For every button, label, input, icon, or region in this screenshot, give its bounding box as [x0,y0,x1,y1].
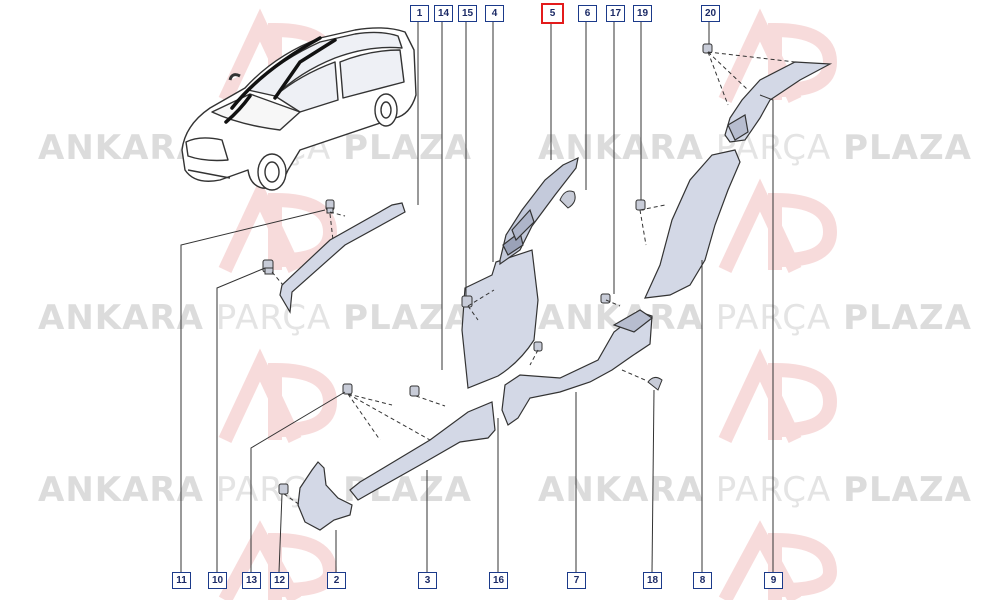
watermark-text: PLAZA [843,128,972,168]
callout-20[interactable]: 20 [701,5,720,22]
callout-13[interactable]: 13 [242,572,261,589]
callout-15[interactable]: 15 [458,5,477,22]
callout-6[interactable]: 6 [578,5,597,22]
clip-13 [342,383,353,395]
clip-16 [533,341,543,352]
part-7-rear-sill-trim [501,309,654,426]
callout-8[interactable]: 8 [693,572,712,589]
watermark-text: PLAZA [343,128,472,168]
callout-10[interactable]: 10 [208,572,227,589]
callout-14[interactable]: 14 [434,5,453,22]
clip-12 [278,483,289,495]
watermark-text: ANKARA [38,298,204,338]
watermark-text: ANKARA [38,128,204,168]
watermark-text: ANKARA [538,128,704,168]
callout-18[interactable]: 18 [643,572,662,589]
clip-10 [262,259,274,275]
callout-12[interactable]: 12 [270,572,289,589]
callout-17[interactable]: 17 [606,5,625,22]
callout-4[interactable]: 4 [485,5,504,22]
clip-11 [325,199,335,214]
part-2-kick-panel [297,461,353,531]
watermark-text: PLAZA [843,298,972,338]
car-highlighted-pillars [224,36,337,124]
clip-18 [647,376,663,391]
callout-3[interactable]: 3 [418,572,437,589]
callout-11[interactable]: 11 [172,572,191,589]
leader-lines [180,20,774,573]
part-1-a-pillar-trim [279,202,406,314]
callout-5-selected[interactable]: 5 [541,3,564,24]
part-5-b-pillar-upper-trim [499,156,579,266]
callout-9[interactable]: 9 [764,572,783,589]
watermark-text: PLAZA [843,470,972,510]
callout-2[interactable]: 2 [327,572,346,589]
watermark-text: ANKARA [38,470,204,510]
part-4-b-pillar-lower-trim [461,249,539,389]
clip-19 [635,199,646,211]
part-9-upper-rear-trim [724,61,833,143]
part-8-c-pillar-trim [644,149,741,299]
watermark-logo [218,8,838,600]
clip-20 [702,43,713,54]
clip-14 [409,385,420,397]
watermark-text: PARÇA [215,298,332,338]
callout-16[interactable]: 16 [489,572,508,589]
callout-1[interactable]: 1 [410,5,429,22]
assembly-dashed-lines [271,51,796,506]
watermark-text: PLAZA [343,298,472,338]
part-3-front-sill-trim [349,401,496,501]
watermark-text: ANKARA [538,470,704,510]
watermark-row-2-left: ANKARA PARÇA PLAZA [38,298,472,338]
clip-15 [461,295,473,308]
callout-7[interactable]: 7 [567,572,586,589]
callout-19[interactable]: 19 [633,5,652,22]
part-6-cap [559,190,576,209]
